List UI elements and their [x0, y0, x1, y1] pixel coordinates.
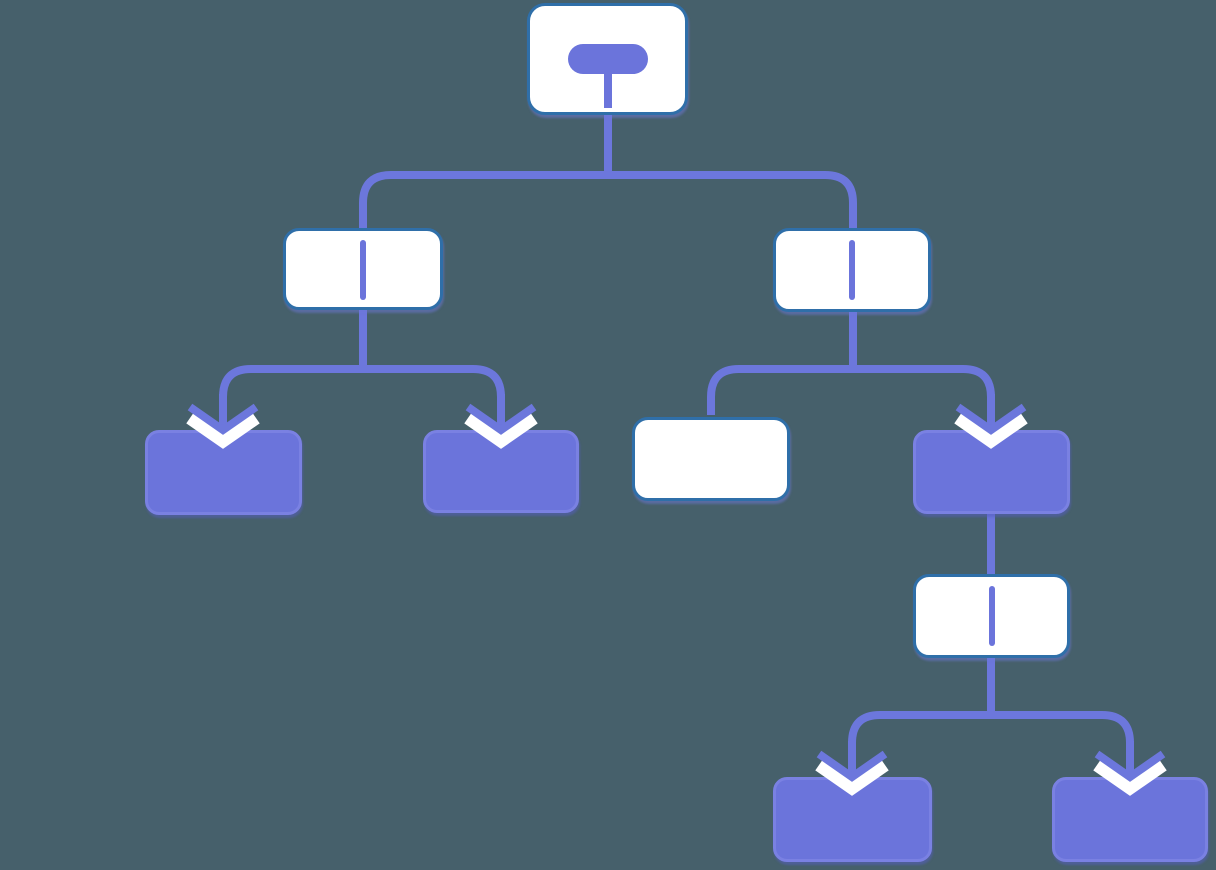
pill-icon	[567, 44, 648, 74]
node-branch-sub[interactable]	[913, 574, 1070, 658]
chevron-down-arrow-icon	[1093, 741, 1167, 796]
connector-root-to-branches[interactable]	[359, 171, 857, 230]
node-branch-left[interactable]	[283, 228, 443, 310]
chevron-down-arrow-icon	[954, 394, 1028, 449]
chevron-down-arrow-icon	[815, 741, 889, 796]
node-branch-right[interactable]	[773, 228, 931, 312]
connector-branch-right-to-children[interactable]	[707, 365, 995, 426]
text-cursor-bar-icon	[988, 586, 995, 646]
node-root[interactable]	[527, 3, 688, 115]
node-leaf-right-1[interactable]	[632, 417, 790, 501]
text-cursor-bar-icon	[849, 240, 855, 300]
chevron-down-arrow-icon	[464, 394, 538, 449]
pill-stem	[603, 72, 612, 108]
text-cursor-bar-icon	[360, 240, 366, 300]
connector-sub-branch-to-leaves[interactable]	[848, 711, 1134, 773]
chevron-down-arrow-icon	[186, 394, 260, 449]
connector-branch-left-to-leaves[interactable]	[219, 365, 505, 426]
